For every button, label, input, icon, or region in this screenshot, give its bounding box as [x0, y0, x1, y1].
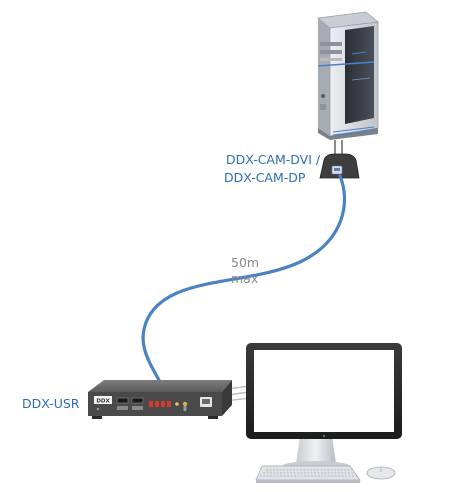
cam-module: [319, 140, 360, 179]
cam-label-line1: DDX-CAM-DVI /: [226, 152, 321, 167]
keyboard: [255, 465, 361, 483]
mouse: [366, 466, 396, 480]
cam-label-line2: DDX-CAM-DP: [224, 170, 306, 185]
ddx-usr-box: DDX: [88, 380, 232, 419]
status-ports: [149, 401, 171, 407]
monitor: [246, 343, 402, 471]
cable-length-qualifier: max: [231, 271, 259, 286]
cable-length-value: 50m: [231, 255, 260, 270]
pc-tower: [317, 11, 379, 140]
usr-label: DDX-USR: [22, 396, 80, 411]
cat-cable: [141, 174, 347, 384]
ddx-logo: DDX: [96, 399, 110, 405]
